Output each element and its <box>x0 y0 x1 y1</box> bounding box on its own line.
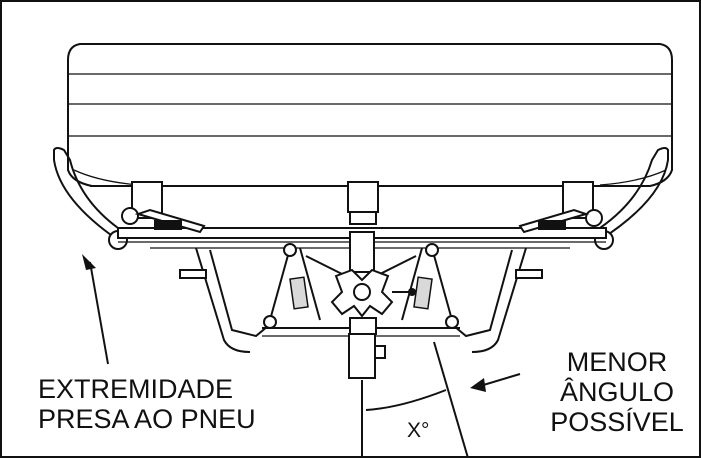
center-hub <box>330 231 416 379</box>
angle-label: X° <box>407 419 430 442</box>
linkages <box>263 243 459 329</box>
angle-indicator <box>361 341 469 458</box>
left-callout-line1: EXTREMIDADE <box>38 374 234 404</box>
left-callout: EXTREMIDADE PRESA AO PNEU <box>38 374 256 434</box>
left-callout-line2: PRESA AO PNEU <box>38 404 256 434</box>
clamp-blocks <box>121 181 603 234</box>
left-arrow <box>82 254 109 365</box>
tire <box>67 43 673 187</box>
right-callout-line1: MENOR <box>566 347 668 377</box>
right-callout: MENOR ÂNGULO POSSÍVEL <box>542 347 692 437</box>
right-arrow <box>470 373 521 392</box>
right-callout-line2: ÂNGULO <box>559 377 675 407</box>
right-callout-line3: POSSÍVEL <box>550 407 684 437</box>
